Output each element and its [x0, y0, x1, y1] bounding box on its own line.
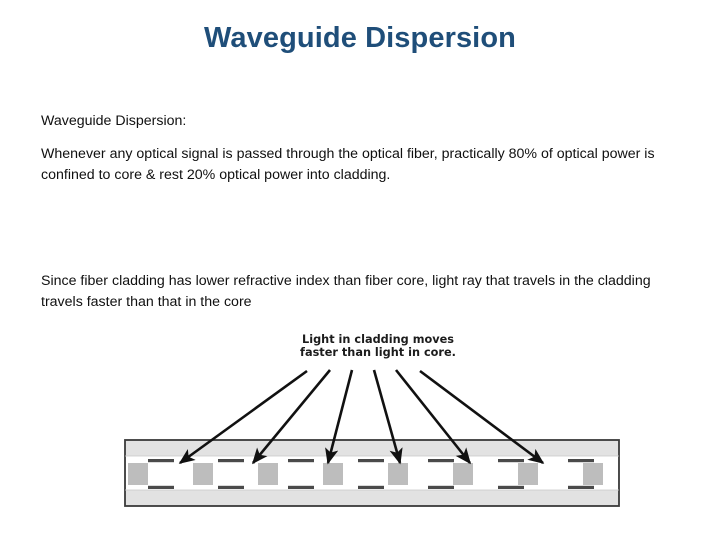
pointer-arrow: [419, 369, 545, 465]
body-paragraph-one: Whenever any optical signal is passed th…: [41, 144, 661, 185]
core-wavefront-marker: [323, 463, 343, 485]
core-wavefront-marker: [583, 463, 603, 485]
cladding-wavefront-dash-bottom: [498, 485, 524, 489]
pointer-arrow: [372, 369, 403, 465]
core-wavefront-marker: [453, 463, 473, 485]
body-paragraph-two-text: Since fiber cladding has lower refractiv…: [41, 273, 651, 310]
pointer-arrow: [325, 369, 354, 465]
core-wavefront-marker: [128, 463, 148, 485]
cladding-wavefront-dash-bottom: [148, 485, 174, 489]
core-wavefront-marker: [258, 463, 278, 485]
cladding-wavefront-dash-bottom: [568, 485, 594, 489]
body-heading-text: Waveguide Dispersion:: [41, 113, 187, 129]
body-heading: Waveguide Dispersion:: [41, 111, 661, 132]
cladding-wavefront-dash-bottom: [288, 485, 314, 489]
cladding-wavefront-dash-top: [428, 459, 454, 463]
fiber-diagram-svg: [124, 369, 620, 507]
cladding-wavefront-dash-top: [358, 459, 384, 463]
cladding-wavefront-dash-top: [148, 459, 174, 463]
cladding-wavefront-dash-top: [498, 459, 524, 463]
body-paragraph-two: Since fiber cladding has lower refractiv…: [41, 271, 661, 312]
core-wavefront-marker: [388, 463, 408, 485]
pointer-arrow: [178, 369, 308, 465]
cladding-wavefront-dash-top: [568, 459, 594, 463]
cladding-wavefront-dash-bottom: [358, 485, 384, 489]
figure-caption-line-2: faster than light in core.: [300, 346, 456, 360]
fiber-dispersion-figure: Light in cladding moves faster than ligh…: [0, 325, 720, 525]
light-pulse-markers: [128, 459, 603, 489]
cladding-wavefront-dash-top: [288, 459, 314, 463]
page-title: Waveguide Dispersion: [204, 22, 516, 54]
pointer-arrow: [394, 369, 472, 465]
core-wavefront-marker: [518, 463, 538, 485]
body-paragraph-one-text: Whenever any optical signal is passed th…: [41, 146, 655, 183]
cladding-wavefront-dash-bottom: [428, 485, 454, 489]
pointer-arrow: [251, 369, 332, 465]
figure-caption: Light in cladding moves faster than ligh…: [293, 333, 463, 360]
cladding-wavefront-dash-bottom: [218, 485, 244, 489]
pointer-arrows: [178, 369, 545, 465]
figure-caption-line-1: Light in cladding moves: [302, 333, 454, 346]
cladding-wavefront-dash-top: [218, 459, 244, 463]
core-wavefront-marker: [193, 463, 213, 485]
